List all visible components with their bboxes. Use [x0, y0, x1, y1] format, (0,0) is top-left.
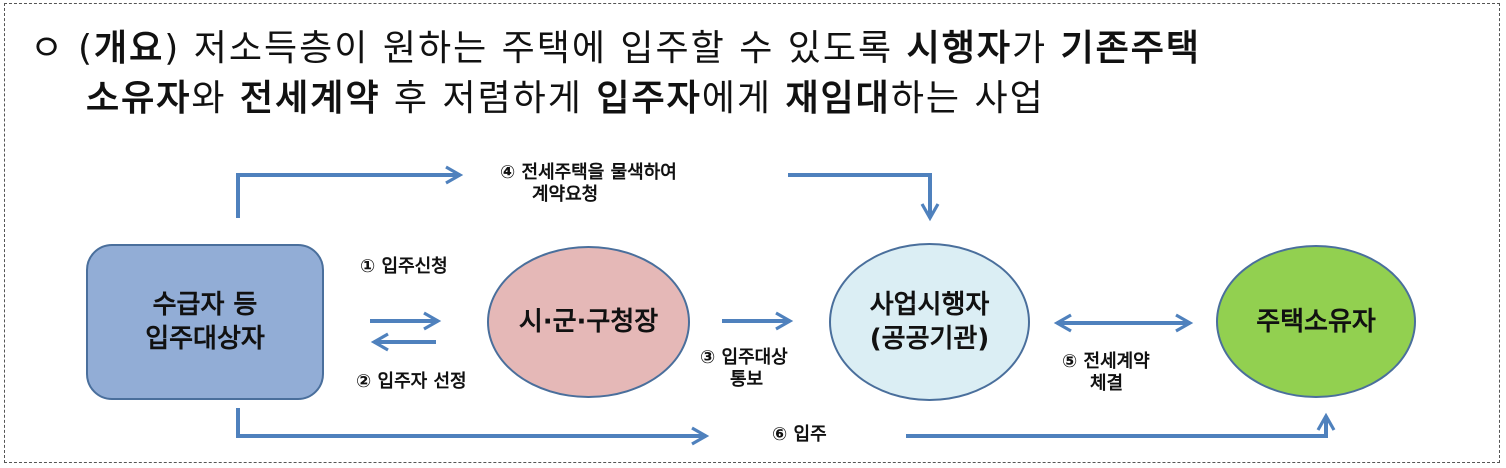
headline-emphasis: 소유자 [86, 78, 192, 119]
step4-label-line2: 계약요청 [532, 184, 599, 205]
agency-circle: 사업시행자 (공공기관) [829, 243, 1030, 401]
headline-line-2: 소유자와 전세계약 후 저렴하게 입주자에게 재임대하는 사업 [30, 74, 1470, 124]
city-office-label: 시·군·구청장 [518, 307, 659, 337]
step6-label: ⑥ 입주 [772, 424, 827, 445]
headline: ㅇ(개요) 저소득층이 원하는 주택에 입주할 수 있도록 시행자가 기존주택 … [30, 24, 1470, 124]
headline-text: ) 저소득층이 원하는 주택에 입주할 수 있도록 [164, 28, 907, 69]
owner-circle: 주택소유자 [1216, 245, 1416, 398]
headline-emphasis: 기존주택 [1060, 28, 1202, 69]
headline-text: 후 저렴하게 [380, 78, 597, 119]
step5-label: ⑤ 전세계약 체결 [1062, 351, 1150, 395]
headline-emphasis: 재임대 [785, 78, 891, 119]
headline-emphasis: 개요 [94, 28, 165, 69]
bullet-icon: ㅇ [30, 28, 66, 69]
diagram-frame [4, 3, 1500, 463]
owner-label: 주택소유자 [1256, 306, 1376, 337]
city-office-circle: 시·군·구청장 [487, 246, 690, 398]
headline-line-1: ㅇ (개요) 저소득층이 원하는 주택에 입주할 수 있도록 시행자가 기존주택 [30, 24, 1470, 74]
headline-emphasis: 전세계약 [239, 78, 381, 119]
agency-label-line1: 사업시행자 [869, 290, 990, 320]
recipient-label-line1: 수급자 등 [152, 290, 258, 320]
step5-label-line1: ⑤ 전세계약 [1062, 351, 1150, 372]
step4-label: ④ 전세주택을 물색하여 계약요청 [500, 162, 677, 206]
arrow-step6-left [236, 408, 710, 446]
step3-label-line2: 통보 [730, 369, 764, 390]
recipient-label-line2: 입주대상자 [145, 324, 265, 354]
headline-text: 하는 사업 [890, 78, 1045, 119]
arrow-step4-right [788, 173, 940, 222]
headline-text: 와 [191, 78, 240, 119]
arrow-step6-right [906, 412, 1336, 438]
step2-label: ② 입주자 선정 [356, 371, 467, 392]
agency-label-line2: (공공기관) [869, 324, 990, 354]
arrow-step4-left [236, 165, 464, 218]
step3-label: ③ 입주대상 통보 [700, 347, 788, 391]
headline-text: ( [78, 28, 95, 69]
recipient-box: 수급자 등 입주대상자 [86, 244, 324, 400]
step3-label-line1: ③ 입주대상 [700, 347, 788, 368]
headline-emphasis: 시행자 [906, 28, 1012, 69]
headline-emphasis: 입주자 [596, 78, 702, 119]
step5-label-line2: 체결 [1090, 373, 1124, 394]
step4-label-line1: ④ 전세주택을 물색하여 [500, 162, 677, 183]
headline-text: 가 [1011, 28, 1061, 69]
step1-label: ① 입주신청 [360, 256, 448, 277]
headline-text: 에게 [701, 78, 786, 119]
